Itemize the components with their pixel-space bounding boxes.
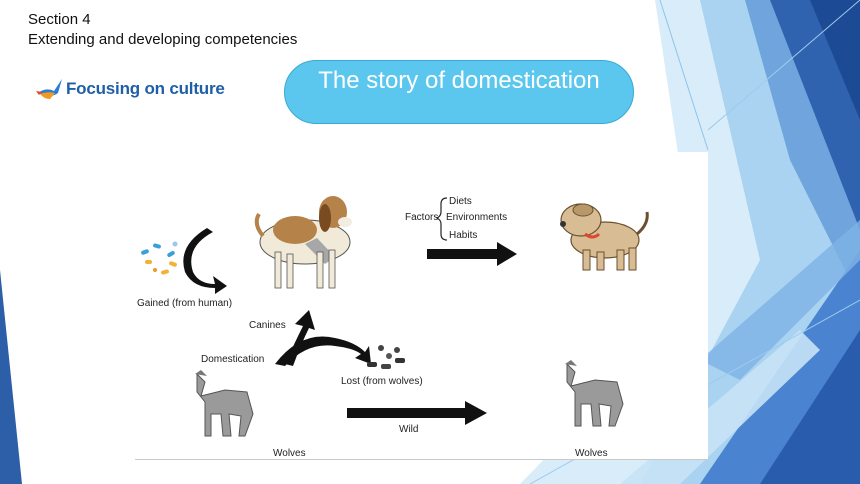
wolves-right-label: Wolves	[575, 448, 608, 459]
section-number: Section 4	[28, 11, 91, 28]
factor-habits: Habits	[449, 230, 478, 241]
curved-arrow-icon	[183, 228, 227, 294]
canines-arrow-icon	[285, 310, 315, 366]
factors-brace-icon	[435, 197, 448, 241]
wild-label: Wild	[399, 424, 419, 435]
focusing-on-culture-logo: Focusing on culture	[36, 76, 225, 102]
cartoon-dog-icon	[560, 203, 649, 271]
title-banner: The story of domestication	[284, 60, 634, 124]
wolf-right-icon	[565, 360, 624, 427]
section-subtitle: Extending and developing competencies	[28, 31, 298, 48]
factors-label: Factors	[405, 212, 439, 223]
domestication-label: Domestication	[201, 354, 265, 365]
factors-arrow-icon	[427, 242, 517, 266]
figure-drawing	[141, 196, 649, 437]
wolves-left-label: Wolves	[273, 448, 306, 459]
domestication-figure: Diets Factors Environments Habits Gained…	[135, 152, 708, 460]
logo-text: Focusing on culture	[66, 79, 225, 98]
wolf-left-icon	[195, 370, 254, 437]
lost-label: Lost (from wolves)	[341, 376, 423, 387]
page-title: The story of domestication	[318, 67, 600, 94]
factor-diets: Diets	[449, 196, 472, 207]
canines-label: Canines	[249, 320, 286, 331]
bird-logo-icon	[36, 79, 62, 99]
factor-environments: Environments	[446, 212, 508, 223]
lost-particles-icon	[367, 345, 405, 369]
gained-nutrients-icon	[141, 241, 178, 275]
wild-arrow-icon	[347, 401, 487, 425]
gained-label: Gained (from human)	[137, 298, 233, 309]
beagle-dog-icon	[254, 196, 352, 289]
section-heading: Section 4 Extending and developing compe…	[28, 10, 297, 50]
